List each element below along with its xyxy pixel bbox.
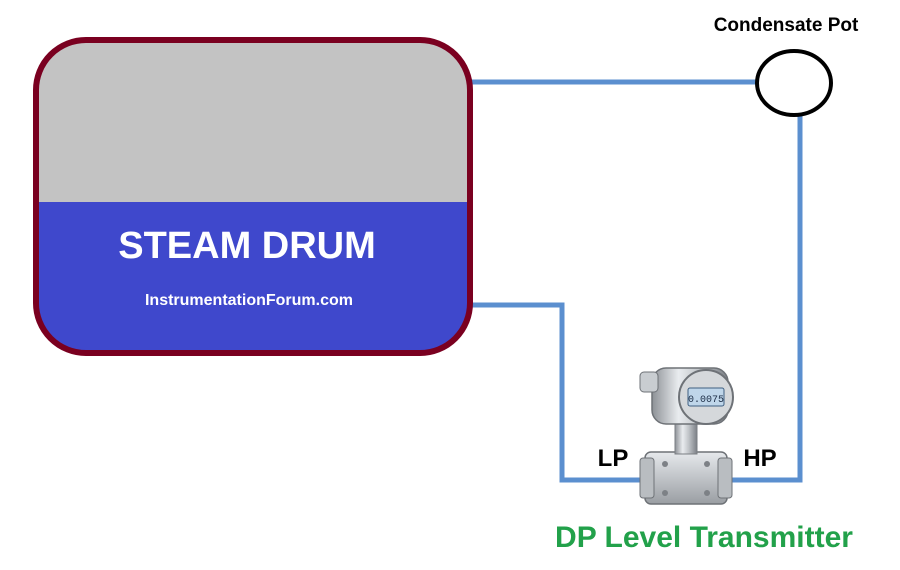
steam-space xyxy=(36,40,470,202)
lcd-display xyxy=(687,387,725,407)
flange-bolt xyxy=(704,490,710,496)
hp-label: HP xyxy=(743,445,776,472)
dp-transmitter: 0.0075 xyxy=(639,367,734,505)
transmitter-flange xyxy=(644,451,728,505)
lp-impulse-line xyxy=(470,302,645,483)
impulse-lines xyxy=(470,79,803,483)
condensate-pot-vessel xyxy=(755,49,833,117)
flange-bolt xyxy=(662,490,668,496)
condensate-pot: Condensate Pot xyxy=(714,15,859,117)
transmitter-caption: DP Level Transmitter xyxy=(555,521,853,554)
drum-title: STEAM DRUM xyxy=(118,225,376,267)
flange-bolt xyxy=(662,461,668,467)
flange-bolt xyxy=(704,461,710,467)
hp-impulse-line xyxy=(725,114,803,483)
flange-cap-left xyxy=(639,457,655,499)
conduit-boss xyxy=(639,371,659,393)
condensate-pot-label: Condensate Pot xyxy=(714,15,859,36)
lp-label: LP xyxy=(598,445,629,472)
flange-cap-right xyxy=(717,457,733,499)
lcd-value: 0.0075 xyxy=(688,395,724,406)
steam-drum: STEAM DRUM InstrumentationForum.com xyxy=(33,37,473,356)
drum-watermark: InstrumentationForum.com xyxy=(145,292,353,309)
water-space xyxy=(36,202,470,353)
drum-shell xyxy=(33,37,473,356)
transmitter-neck xyxy=(674,419,698,455)
